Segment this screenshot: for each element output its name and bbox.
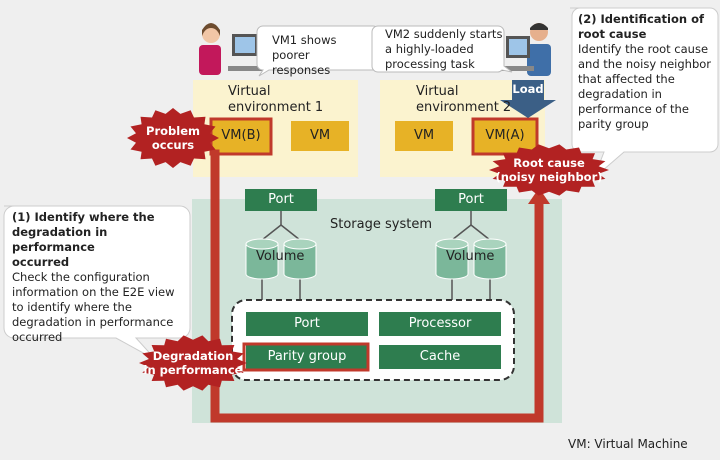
vm-b-label: VM(B) (221, 128, 261, 143)
degradation-burst-line: Degradation (152, 349, 234, 363)
venv2-title-line: environment 2 (416, 100, 512, 115)
problem-burst-line: Problem (146, 124, 200, 138)
callout-2-body-line: parity group (578, 117, 649, 131)
volume-right-label: Volume (446, 249, 495, 264)
parity-group-rect (246, 345, 368, 369)
callout-1-title-line: occurred (12, 255, 70, 269)
venv2-title: Virtual environment 2 (416, 84, 511, 116)
degradation-burst (139, 335, 247, 391)
volume-left-label: Volume (256, 249, 305, 264)
port-right-rect (435, 189, 507, 211)
callout-1-body-line: to identify where the (12, 300, 132, 314)
port-right-label: Port (458, 192, 484, 207)
vm2-other-label: VM (413, 128, 435, 143)
speech-vm1-line: responses (272, 63, 331, 77)
port-left-rect (245, 189, 317, 211)
storage-system-title: Storage system (330, 217, 432, 232)
load-arrow-icon (500, 80, 556, 118)
port-volume-connectors (261, 211, 491, 302)
root-cause-burst-line: Root cause (513, 156, 585, 170)
footnote: VM: Virtual Machine (568, 437, 688, 451)
callout-2-body-line: performance of the (578, 102, 689, 116)
problem-burst-label: Problem occurs (138, 124, 208, 152)
callout-2-text: (2) Identification of root cause Identif… (578, 12, 718, 132)
vm-a-label: VM(A) (485, 128, 525, 143)
callout-1-body-line: degradation in performance (12, 315, 174, 329)
callout-2-body-line: that affected the (578, 72, 675, 86)
vm2-other-rect (395, 121, 453, 151)
vm1-other-rect (291, 121, 349, 151)
root-cause-burst-line: (noisy neighbor) (495, 170, 603, 184)
callout-2-title-line: root cause (578, 27, 647, 41)
venv1-title: Virtual environment 1 (228, 84, 323, 116)
load-label: Load (512, 82, 544, 96)
problem-burst (127, 108, 219, 168)
venv1-title-line: Virtual (228, 84, 271, 99)
vm1-other-label: VM (309, 128, 331, 143)
volume-right-cylinders (435, 238, 507, 280)
callout-1-body-line: occurred (12, 330, 63, 344)
parity-group-label: Parity group (267, 349, 347, 364)
venv1-title-line: environment 1 (228, 100, 324, 115)
callout-1-title-line: degradation in performance (12, 225, 108, 254)
volume-left-cylinders (245, 238, 317, 280)
callout-2-body-line: degradation in (578, 87, 662, 101)
callout-1-body-line: Check the configuration (12, 270, 150, 284)
degradation-burst-label: Degradation in performance (143, 349, 243, 377)
callout-1-text: (1) Identify where the degradation in pe… (12, 210, 192, 345)
vm-a-rect (474, 120, 536, 153)
cache-label: Cache (419, 349, 461, 364)
degradation-burst-line: in performance (143, 363, 243, 377)
speech-vm2-line: processing task (385, 57, 475, 71)
processor-rect (379, 312, 501, 336)
speech-bubble-vm2 (371, 25, 513, 73)
inner-port-label: Port (294, 316, 320, 331)
vm-b-rect (212, 120, 270, 153)
root-cause-burst (489, 144, 609, 196)
port-left-label: Port (268, 192, 294, 207)
speech-vm2-line: a highly-loaded (385, 42, 474, 56)
user-vm1-icon (199, 23, 262, 75)
user-vm2-icon (500, 23, 551, 76)
cache-rect (379, 345, 501, 369)
speech-vm2-line: VM2 suddenly starts (385, 27, 503, 41)
root-cause-burst-label: Root cause (noisy neighbor) (494, 156, 604, 184)
speech-vm2-text: VM2 suddenly starts a highly-loaded proc… (385, 27, 503, 72)
speech-vm1-text: VM1 shows poorer responses (272, 33, 376, 78)
callout-2-title-line: (2) Identification of (578, 12, 704, 26)
processor-label: Processor (408, 316, 472, 331)
speech-vm1-line: VM1 shows poorer (272, 33, 337, 62)
inner-port-rect (246, 312, 368, 336)
callout-1-body-line: information on the E2E view (12, 285, 175, 299)
callout-2-body-line: and the noisy neighbor (578, 57, 712, 71)
venv2-title-line: Virtual (416, 84, 459, 99)
callout-2-body-line: Identify the root cause (578, 42, 709, 56)
impact-path-arrowhead (528, 188, 550, 204)
callout-1-title-line: (1) Identify where the (12, 210, 155, 224)
problem-burst-line: occurs (151, 138, 195, 152)
